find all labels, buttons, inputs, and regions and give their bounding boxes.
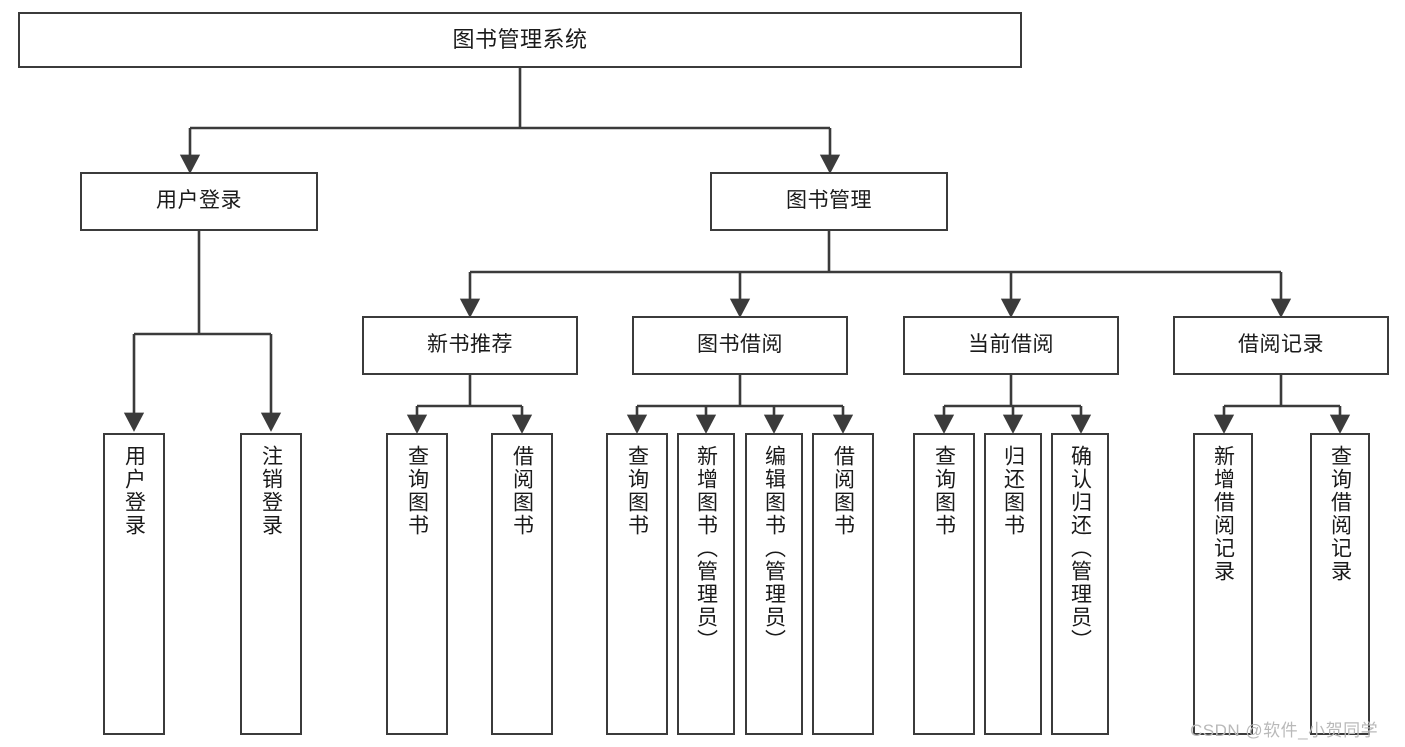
node-leaf-logout-login-label: 注销登录 [259, 445, 283, 537]
node-leaf-query-book-3-label: 查询图书 [932, 445, 956, 537]
node-leaf-query-book-2-label: 查询图书 [625, 445, 649, 537]
node-book-borrow-label: 图书借阅 [697, 333, 783, 357]
node-new-book-recommend[interactable]: 新书推荐 [362, 316, 578, 375]
node-leaf-add-record-label: 新增借阅记录 [1211, 445, 1235, 583]
node-leaf-return-book-label: 归还图书 [1001, 445, 1025, 537]
node-leaf-query-book-1-label: 查询图书 [405, 445, 429, 537]
node-leaf-query-record[interactable]: 查询借阅记录 [1310, 433, 1370, 735]
node-leaf-add-book-label: 新增图书（管理员） [694, 445, 718, 652]
node-leaf-user-login[interactable]: 用户登录 [103, 433, 165, 735]
node-user-login-label: 用户登录 [156, 189, 242, 213]
node-root-label: 图书管理系统 [452, 27, 588, 53]
node-borrow-record[interactable]: 借阅记录 [1173, 316, 1389, 375]
node-user-login[interactable]: 用户登录 [80, 172, 318, 231]
node-leaf-edit-book-label: 编辑图书（管理员） [762, 445, 786, 652]
node-leaf-borrow-book-2-label: 借阅图书 [831, 445, 855, 537]
node-leaf-query-record-label: 查询借阅记录 [1328, 445, 1352, 583]
node-leaf-add-book[interactable]: 新增图书（管理员） [677, 433, 735, 735]
node-leaf-user-login-label: 用户登录 [122, 445, 146, 537]
node-book-management-label: 图书管理 [786, 189, 872, 213]
node-leaf-borrow-book-2[interactable]: 借阅图书 [812, 433, 874, 735]
node-leaf-query-book-2[interactable]: 查询图书 [606, 433, 668, 735]
node-leaf-query-book-3[interactable]: 查询图书 [913, 433, 975, 735]
node-leaf-borrow-book-1-label: 借阅图书 [510, 445, 534, 537]
node-book-borrow[interactable]: 图书借阅 [632, 316, 848, 375]
node-leaf-confirm-return[interactable]: 确认归还（管理员） [1051, 433, 1109, 735]
node-leaf-logout-login[interactable]: 注销登录 [240, 433, 302, 735]
csdn-watermark: CSDN @软件_小贺同学 [1190, 721, 1379, 740]
node-root[interactable]: 图书管理系统 [18, 12, 1022, 68]
node-leaf-edit-book[interactable]: 编辑图书（管理员） [745, 433, 803, 735]
node-leaf-confirm-return-label: 确认归还（管理员） [1068, 445, 1092, 652]
node-new-book-recommend-label: 新书推荐 [427, 333, 513, 357]
node-leaf-borrow-book-1[interactable]: 借阅图书 [491, 433, 553, 735]
node-leaf-query-book-1[interactable]: 查询图书 [386, 433, 448, 735]
node-leaf-return-book[interactable]: 归还图书 [984, 433, 1042, 735]
node-current-borrow-label: 当前借阅 [968, 333, 1054, 357]
node-borrow-record-label: 借阅记录 [1238, 333, 1324, 357]
node-current-borrow[interactable]: 当前借阅 [903, 316, 1119, 375]
node-leaf-add-record[interactable]: 新增借阅记录 [1193, 433, 1253, 735]
node-book-management[interactable]: 图书管理 [710, 172, 948, 231]
